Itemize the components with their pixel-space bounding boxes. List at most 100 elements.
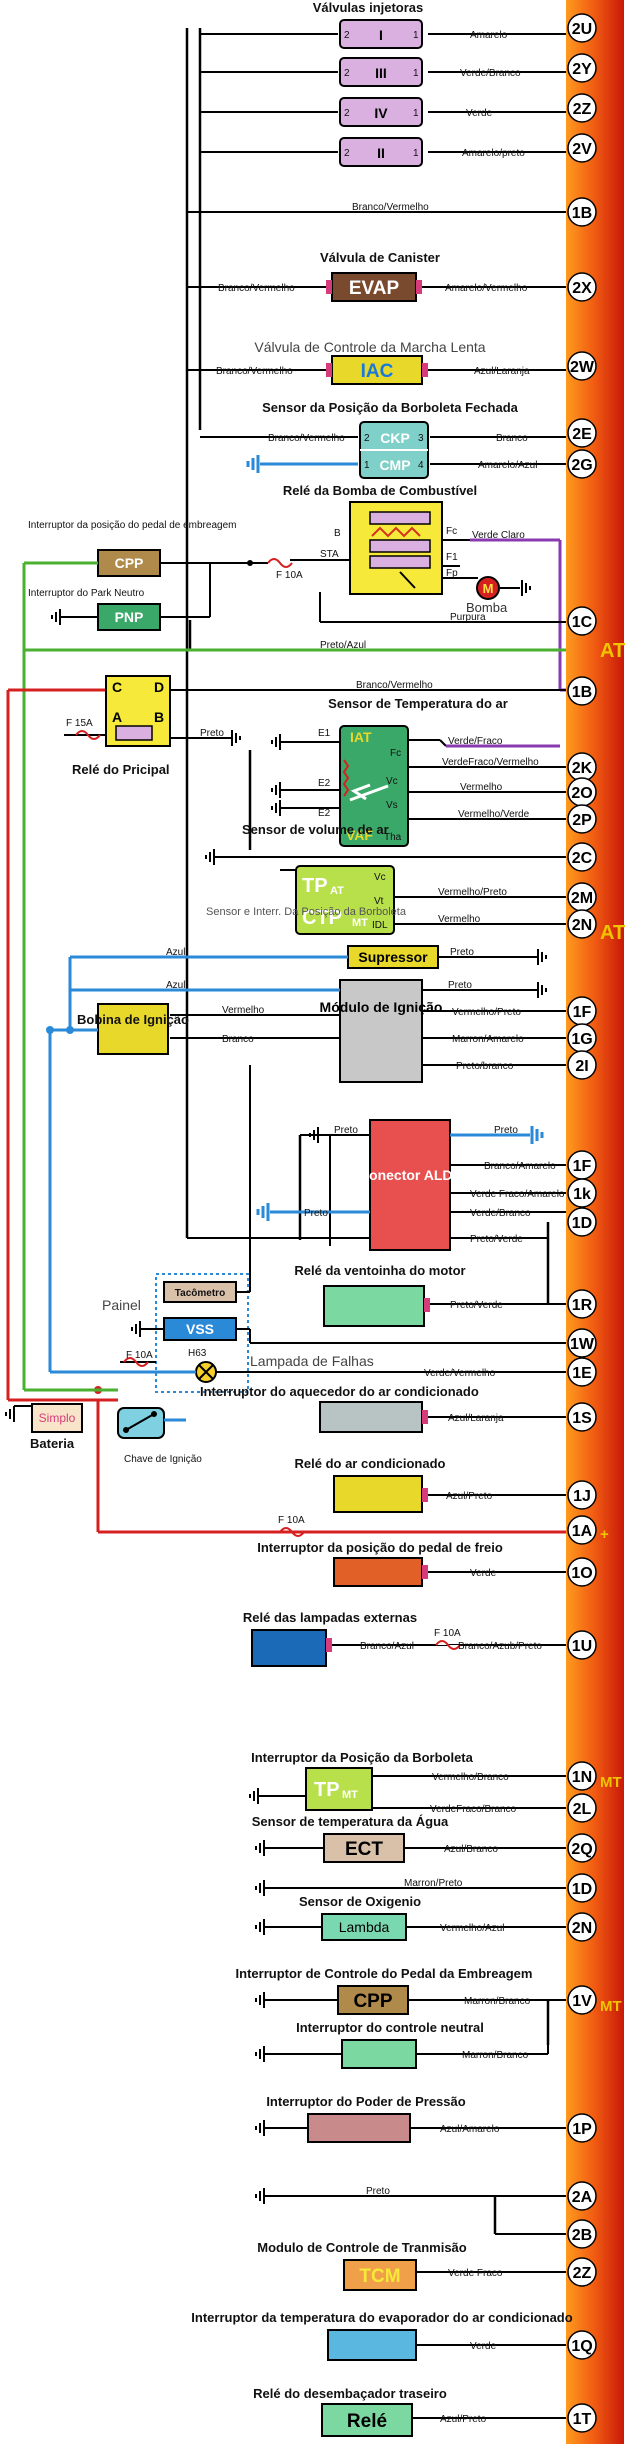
svg-text:Preto: Preto xyxy=(494,1125,518,1136)
tp-mt-title: Interruptor da Posição da Borboleta xyxy=(251,1750,474,1765)
ckp-cmp-sensor: CKP CMP 2 1 3 4 Branco/Vermelho Branco A… xyxy=(200,421,566,479)
o2-sensor-title: Sensor de Oxigenio xyxy=(299,1894,421,1909)
svg-text:Vc: Vc xyxy=(386,776,398,787)
ecu-pin-label: 1B xyxy=(572,205,592,222)
svg-text:MT: MT xyxy=(352,917,368,929)
svg-text:1: 1 xyxy=(413,68,419,79)
ignition-coil: Bobina de Ignição xyxy=(64,955,189,1055)
ecu-pin-label: 1V xyxy=(572,1993,592,2010)
ecu-pin: 1F xyxy=(567,1150,597,1180)
svg-text:TCM: TCM xyxy=(359,2266,400,2287)
ecu-pin: 1P xyxy=(567,2113,597,2143)
svg-text:Branco/Vermelho: Branco/Vermelho xyxy=(356,680,433,691)
ecu-pin: 1D xyxy=(567,1873,597,1903)
svg-text:Bobina de Ignição: Bobina de Ignição xyxy=(77,1012,189,1027)
svg-text:Azul/Branco: Azul/Branco xyxy=(444,1844,498,1855)
svg-text:Tha: Tha xyxy=(384,832,402,843)
svg-text:ECT: ECT xyxy=(345,1839,383,1860)
ecu-pin: 2Z xyxy=(567,93,597,123)
ecu-pin-label: 2Q xyxy=(571,1841,592,1858)
side-mark: AT xyxy=(600,922,625,944)
svg-text:Vermelho: Vermelho xyxy=(438,914,481,925)
ecu-pin-label: 1N xyxy=(572,1769,592,1786)
svg-text:Verde: Verde xyxy=(466,108,493,119)
svg-text:Marron/Amarelo: Marron/Amarelo xyxy=(452,1034,524,1045)
ecu-pin-label: 2E xyxy=(572,426,592,443)
svg-text:Amarelo/preto: Amarelo/preto xyxy=(462,148,525,159)
svg-text:Azul/Laranja: Azul/Laranja xyxy=(448,1413,504,1424)
svg-text:Verde/Vermelho: Verde/Vermelho xyxy=(424,1368,496,1379)
svg-text:EVAP: EVAP xyxy=(349,278,400,299)
svg-text:Branco/Vermelho: Branco/Vermelho xyxy=(218,283,295,294)
svg-text:VerdeFraco/Branco: VerdeFraco/Branco xyxy=(430,1804,517,1815)
ecu-pin-label: 2U xyxy=(572,21,592,38)
brake-switch: Verde xyxy=(333,1557,566,1587)
ecu-pin-label: 2Y xyxy=(572,61,592,78)
svg-text:F 15A: F 15A xyxy=(66,718,93,729)
ecu-pin-label: 2V xyxy=(572,141,592,158)
battery: Simplo Bateria xyxy=(5,1386,102,1451)
ecu-pin: 1A xyxy=(567,1515,597,1545)
svg-text:1: 1 xyxy=(364,460,370,471)
ecu-pin-label: 1R xyxy=(572,1297,593,1314)
tcm-title: Modulo de Controle de Tranmisão xyxy=(257,2240,467,2255)
svg-text:STA: STA xyxy=(320,549,339,560)
svg-text:Azul: Azul xyxy=(166,947,185,958)
svg-text:Purpura: Purpura xyxy=(450,612,486,623)
svg-text:Vermelho/Branco: Vermelho/Branco xyxy=(432,1772,509,1783)
evaporator-switch-title: Interruptor da temperatura do evaporador… xyxy=(191,2310,572,2325)
heater-switch: Azul/Laranja xyxy=(319,1401,566,1433)
ac-relay-title: Relé do ar condicionado xyxy=(295,1456,446,1471)
ignition-module: Módulo de Ignição Azul Preto Vermelho/Pr… xyxy=(80,979,566,1083)
svg-text:Preto/Azul: Preto/Azul xyxy=(320,640,366,651)
svg-text:Branco/Vermelho: Branco/Vermelho xyxy=(352,202,429,213)
ecu-pin: 2W xyxy=(567,351,597,381)
svg-text:E1: E1 xyxy=(318,728,331,739)
dashboard: Tacômetro VSS H63 Verde/Vermelho F 10A xyxy=(50,1065,566,1393)
svg-text:Preto: Preto xyxy=(450,947,474,958)
cpp-switch: CPP xyxy=(24,549,210,577)
svg-text:Preto/branco: Preto/branco xyxy=(456,1061,514,1072)
ac-relay: Azul/Preto xyxy=(333,1475,566,1513)
svg-text:Verde Fraco/Amarelo: Verde Fraco/Amarelo xyxy=(470,1189,565,1200)
svg-text:Preto: Preto xyxy=(366,2186,390,2197)
ecu-pin-label: 1Q xyxy=(571,2338,592,2355)
pressure-switch: Azul/Amarelo xyxy=(255,2113,566,2143)
svg-text:A: A xyxy=(112,709,122,725)
svg-text:TP: TP xyxy=(302,875,328,897)
ecu-pin: 2L xyxy=(567,1793,597,1823)
svg-text:F 10A: F 10A xyxy=(126,1350,153,1361)
svg-text:2: 2 xyxy=(364,433,370,444)
svg-text:Verde Fraco: Verde Fraco xyxy=(448,2268,503,2279)
svg-text:TP: TP xyxy=(314,1779,340,1801)
canister-valve: EVAP Branco/Vermelho Amarelo/Vermelho xyxy=(187,272,566,302)
svg-text:D: D xyxy=(154,679,164,695)
ecu-pin-label: 1B xyxy=(572,684,592,701)
ecu-pin: 1B xyxy=(567,197,597,227)
external-lights-title: Relé das lampadas externas xyxy=(243,1610,417,1625)
svg-text:PNP: PNP xyxy=(115,609,144,625)
svg-text:Azul/Preto: Azul/Preto xyxy=(446,1491,493,1502)
canister-title: Válvula de Canister xyxy=(320,250,440,265)
ecu-pin: 2O xyxy=(567,777,597,807)
svg-text:Azul/Preto: Azul/Preto xyxy=(440,2414,487,2425)
ecu-pin: 2X xyxy=(567,272,597,302)
vaf-title: Sensor de volume de ar xyxy=(242,822,389,837)
svg-text:Azul/Amarelo: Azul/Amarelo xyxy=(440,2124,500,2135)
tps-title: Sensor e Interr. Da Posição da Borboleta xyxy=(206,906,407,918)
ecu-pin: 1T xyxy=(567,2403,597,2433)
ecu-pin-label: 2P xyxy=(572,812,592,829)
svg-text:VerdeFraco/Vermelho: VerdeFraco/Vermelho xyxy=(442,757,539,768)
heater-switch-title: Interruptor do aquecedor do ar condicion… xyxy=(200,1384,479,1399)
ecu-pin: 2P xyxy=(567,804,597,834)
ecu-pin: 1B xyxy=(567,676,597,706)
svg-text:Vermelho/Azul: Vermelho/Azul xyxy=(440,1923,504,1934)
ecu-pins: 2U2Y2Z2V1B2X2W2E2G1C1B2K2O2P2C2M2N1F1G2I… xyxy=(567,13,597,2433)
ecu-pin: 1D xyxy=(567,1207,597,1237)
ecu-pin: 2G xyxy=(567,449,597,479)
svg-text:Supressor: Supressor xyxy=(358,949,428,965)
svg-text:Preto: Preto xyxy=(448,980,472,991)
svg-text:Simplo: Simplo xyxy=(39,1411,76,1425)
svg-text:Azul: Azul xyxy=(166,980,185,991)
iac-title: Válvula de Controle da Marcha Lenta xyxy=(254,339,485,355)
